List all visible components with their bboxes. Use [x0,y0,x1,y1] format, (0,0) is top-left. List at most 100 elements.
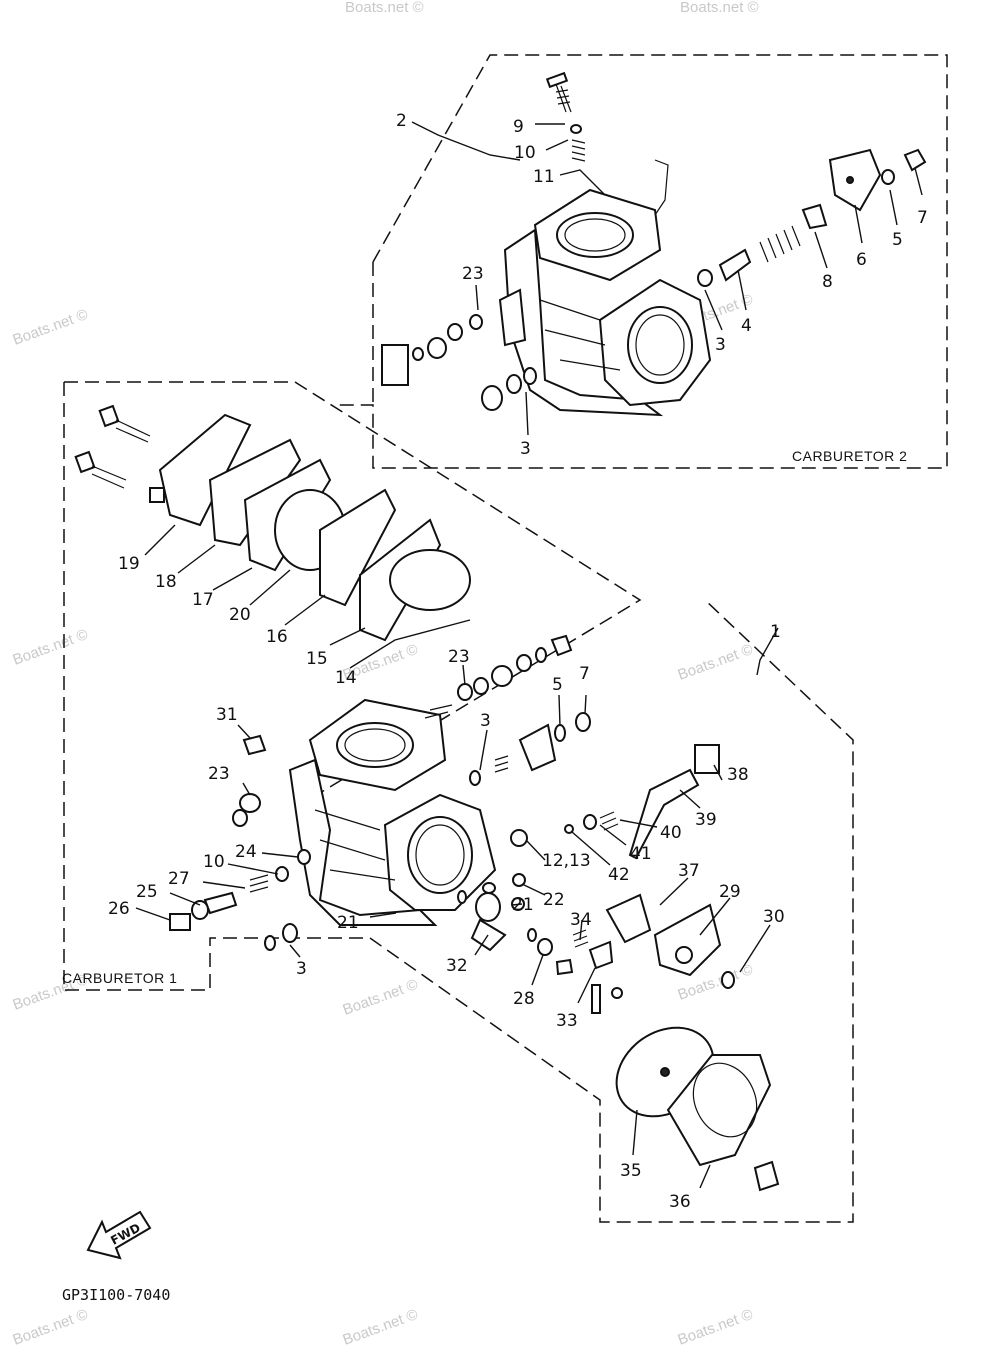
pump-cover [653,903,722,977]
part-number: 40 [660,823,682,843]
washer [412,347,424,361]
watermark-text: Boats.net © [680,0,759,16]
part-number: 35 [620,1161,642,1181]
carburetor-1-label: CARBURETOR 1 [62,970,177,986]
part-number: 34 [570,910,592,930]
pump-body [319,488,397,607]
washer [570,124,582,134]
nut [903,148,927,172]
washer [516,654,532,672]
part-number: 24 [235,842,257,862]
carburetor-1-body [288,698,497,926]
part-number: 39 [695,810,717,830]
part-number-labels: 2 9 10 11 23 3 4 3 8 6 5 7 1 19 18 17 20… [108,111,928,1212]
part-number: 27 [168,869,190,889]
nut [427,337,447,359]
part-number: 5 [552,675,563,695]
part-number: 21 [337,913,359,933]
part-number: 10 [203,852,225,872]
o-ring [469,314,483,330]
o-ring [297,849,311,865]
part-number: 9 [513,117,524,137]
part-number: 7 [579,664,590,684]
part-number: 36 [669,1192,691,1212]
screw [555,958,574,976]
part-number: 38 [727,765,749,785]
part-number: 4 [741,316,752,336]
part-number: 41 [630,844,652,864]
carburetor-1-parts [74,404,780,1192]
part-number: 20 [229,605,251,625]
carburetor-2-boundary: CARBURETOR 2 [335,54,948,469]
washer [282,923,298,943]
shaft-collar [718,248,752,282]
fitting [475,892,501,922]
diaphragm-center [660,1067,670,1077]
carburetor-2-label: CARBURETOR 2 [792,448,907,464]
part-number: 18 [155,572,177,592]
part-number: 30 [763,907,785,927]
o-ring [232,809,248,827]
part-number: 5 [892,230,903,250]
watermark-text: Boats.net © [341,1306,421,1349]
part-number: 15 [306,649,328,669]
screw [611,987,623,999]
watermark-text: Boats.net © [341,976,421,1019]
part-number: 3 [520,439,531,459]
watermark-text: Boats.net © [345,0,424,16]
washer [473,677,489,695]
part-number: 17 [192,590,214,610]
spring [249,874,269,893]
part-number: 22 [543,890,565,910]
nut [575,712,591,732]
drawing-code: GP3I100-7040 [62,1286,170,1304]
nut [550,634,573,657]
carburetor-2-parts [381,71,927,417]
part-number: 14 [335,668,357,688]
lever [588,940,614,970]
bracket [381,344,409,386]
filter [470,918,507,952]
washer [447,323,463,341]
washer [506,374,522,394]
fwd-arrow-icon: FWD [86,1210,152,1260]
part-number: 8 [822,272,833,292]
part-number: 2 [396,111,407,131]
part-number: 37 [678,861,700,881]
part-number: 19 [118,554,140,574]
washer [527,928,537,942]
part-number: 29 [719,882,741,902]
part-number: 12,13 [542,851,591,871]
pilot-screw [203,891,238,915]
part-number: 42 [608,865,630,885]
throttle-lever [828,148,882,212]
spring-holder [801,203,828,230]
part-number: 1 [770,622,781,642]
cap [169,913,191,931]
washer [881,169,895,185]
carburetor-2-body [498,159,712,417]
part-number: 6 [856,250,867,270]
lever-hole [846,176,854,184]
part-number: 25 [136,882,158,902]
watermark-text: Boats.net © [676,641,756,684]
washer [523,367,537,385]
washer [264,935,276,951]
washer [457,683,473,701]
part-number: 3 [296,959,307,979]
diaphragm-cover [666,1054,772,1167]
watermark-text: Boats.net © [676,1306,756,1349]
spring [494,755,509,773]
watermark-text: Boats.net © [11,306,91,349]
part-number: 7 [917,208,928,228]
bracket [518,723,557,772]
watermarks: Boats.net © Boats.net © Boats.net © Boat… [11,0,759,1349]
jet [512,873,526,887]
part-number: 11 [533,167,555,187]
screw [721,971,735,989]
washer [239,793,261,813]
bolt-head [242,734,267,756]
part-number: 21 [512,895,534,915]
